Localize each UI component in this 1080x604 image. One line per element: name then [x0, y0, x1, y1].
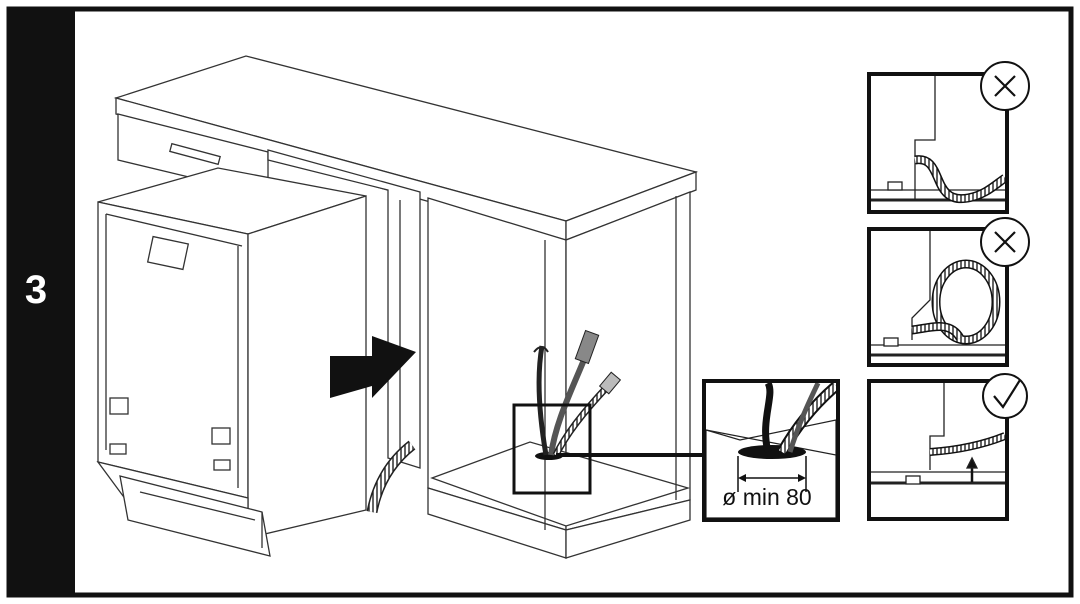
zoom-indicator — [512, 403, 592, 495]
hole-diameter-label: ø min 80 — [722, 484, 812, 510]
push-arrow — [330, 336, 416, 398]
step-number: 3 — [24, 268, 48, 312]
dishwasher — [96, 167, 367, 557]
dishwasher-side — [247, 195, 367, 539]
panel-incorrect-1 — [867, 61, 1030, 214]
step-sidebar — [9, 9, 75, 595]
hole-detail-box — [702, 379, 840, 522]
panel-correct — [867, 373, 1028, 521]
raise-arrow — [965, 456, 979, 469]
kitchen-cabinet — [113, 55, 699, 559]
countertop-side — [565, 171, 697, 241]
panel-incorrect-2 — [867, 217, 1030, 367]
